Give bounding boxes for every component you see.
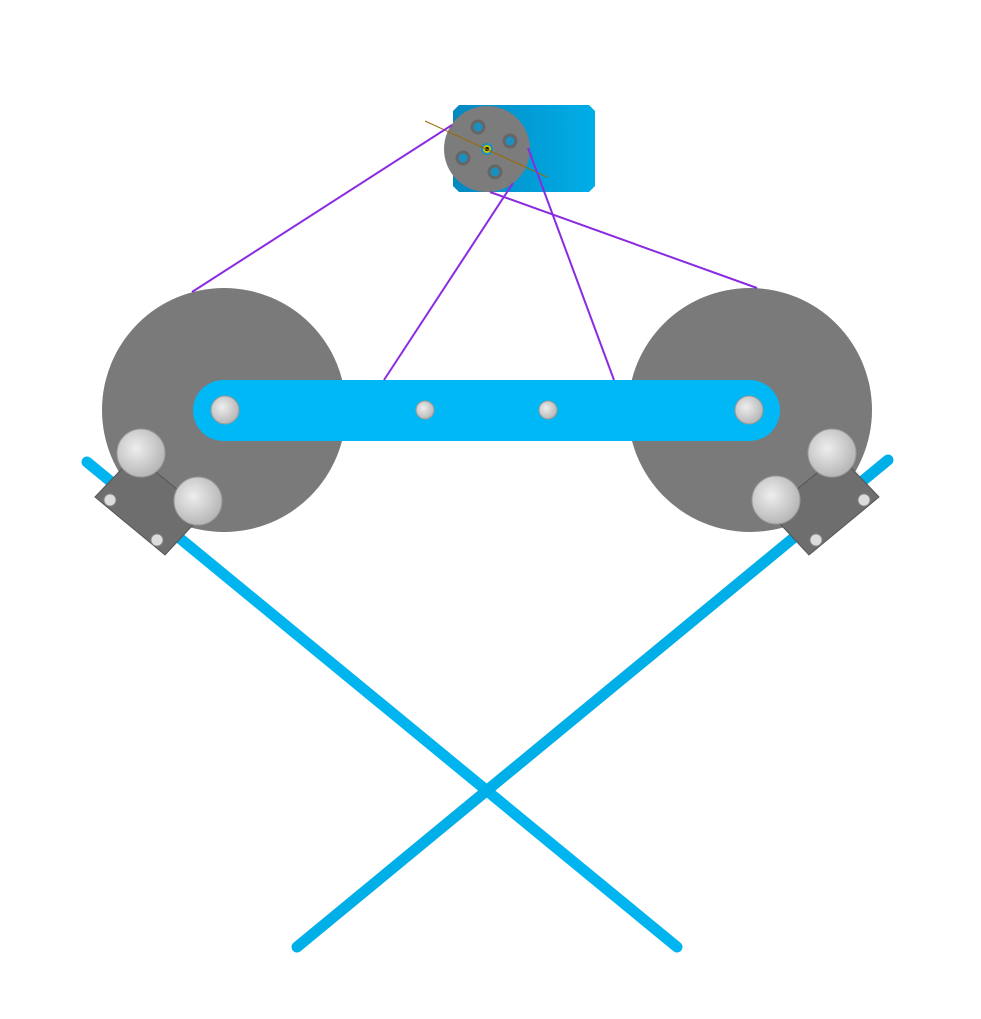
right-bracket	[751, 428, 880, 556]
cable	[489, 191, 758, 289]
hub-hole	[487, 164, 503, 180]
screw-icon	[210, 395, 240, 425]
hub-hole	[455, 150, 471, 166]
hub-hole	[470, 119, 486, 135]
screw-icon	[538, 400, 558, 420]
cross-bar	[193, 380, 780, 441]
screw-icon	[415, 400, 435, 420]
screw-icon	[150, 533, 164, 547]
cables	[191, 124, 758, 381]
knob	[116, 428, 166, 478]
knob	[173, 476, 223, 526]
bar-screws	[210, 395, 764, 425]
motor	[424, 105, 595, 192]
crossed-legs	[81, 454, 894, 953]
screw-icon	[734, 395, 764, 425]
knob	[807, 428, 857, 478]
screw-icon	[809, 533, 823, 547]
left-bracket	[94, 428, 223, 556]
screw-icon	[103, 493, 117, 507]
left-leg-rod	[81, 456, 683, 953]
knob	[751, 475, 801, 525]
screw-icon	[857, 493, 871, 507]
hub-hole	[502, 133, 518, 149]
cable	[527, 147, 615, 381]
cable	[383, 182, 514, 381]
right-leg-rod	[291, 454, 894, 953]
cable	[191, 124, 453, 293]
